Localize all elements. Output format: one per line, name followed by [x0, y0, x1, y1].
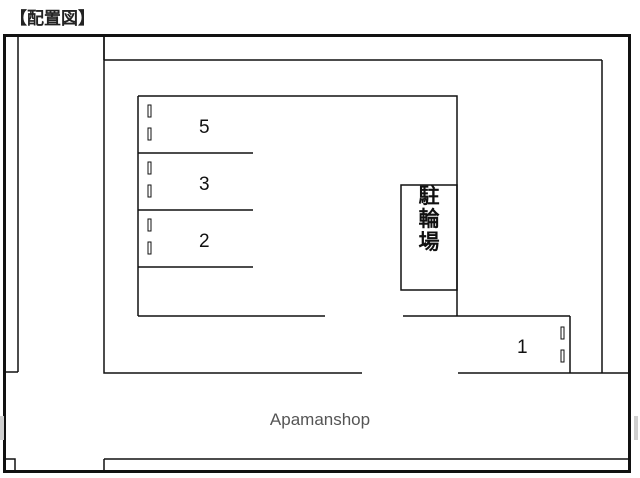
wheel-stop — [147, 218, 152, 232]
inner-boundary — [103, 36, 362, 374]
bike-parking-box — [400, 184, 458, 291]
wheel-stop — [147, 127, 152, 141]
wheel-stop — [560, 326, 565, 340]
site-boundary — [3, 34, 631, 473]
watermark-text: Apamanshop — [269, 410, 371, 429]
parking-space-1-label: 1 — [517, 337, 528, 358]
parking-space-2-label: 2 — [199, 231, 210, 252]
wheel-stop — [560, 349, 565, 363]
wheel-stop — [147, 104, 152, 118]
bike-parking-char: 場 — [418, 230, 440, 254]
bike-parking-label: 駐 輪 場 — [401, 185, 457, 254]
wheel-stop — [147, 241, 152, 255]
watermark-band-left — [0, 416, 4, 440]
diagram-title: 【配置図】 — [10, 9, 95, 29]
watermark-band-right — [634, 416, 638, 440]
parking-space-5-label: 5 — [199, 117, 210, 138]
bike-parking-char: 輪 — [418, 207, 440, 231]
parking-space-3-label: 3 — [199, 174, 210, 195]
bike-parking-char: 駐 — [418, 184, 440, 208]
wheel-stop — [147, 184, 152, 198]
wheel-stop — [147, 161, 152, 175]
